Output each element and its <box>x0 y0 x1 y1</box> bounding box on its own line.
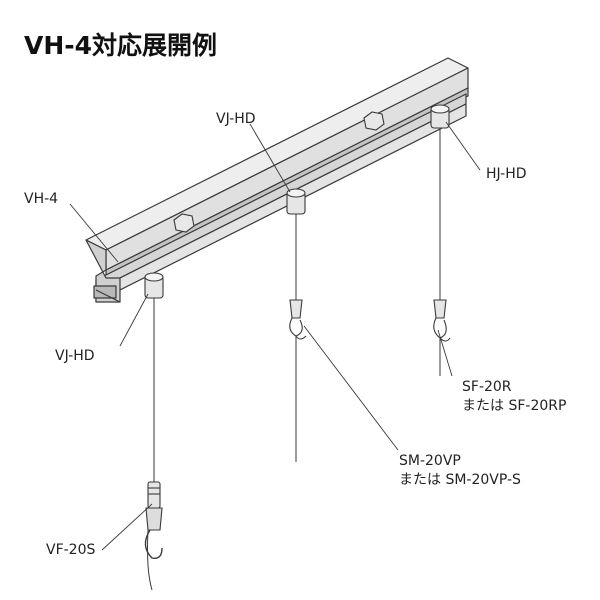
label-sm-line2: または SM-20VP-S <box>399 472 521 488</box>
leader-lines <box>69 121 481 551</box>
label-vj-hd-top: VJ-HD <box>216 111 256 127</box>
label-hj-hd: HJ-HD <box>486 166 527 182</box>
leader-vj-hd-left <box>119 293 149 347</box>
leader-vf <box>101 503 153 551</box>
label-vf-20s: VF-20S <box>46 542 96 558</box>
sm-20vp-hook <box>289 299 307 462</box>
leader-vh4 <box>69 203 119 263</box>
rail-vh4 <box>85 57 469 303</box>
vj-hd-top-hanger <box>286 188 306 300</box>
leader-sm <box>303 325 399 451</box>
rail-bolt-1 <box>173 213 195 233</box>
label-vh4: VH-4 <box>24 191 59 207</box>
leader-hj-hd <box>445 121 481 171</box>
rail-bolt-2 <box>363 111 385 131</box>
label-vj-hd-left: VJ-HD <box>55 348 95 364</box>
vj-hd-left-hanger <box>144 272 164 482</box>
label-sf-line2: または SF-20RP <box>462 398 567 414</box>
label-sm-line1: SM-20VP <box>399 453 461 469</box>
page-title: VH-4対応展開例 <box>24 31 218 60</box>
sf-20r-hook <box>433 299 451 376</box>
vf-20s-gripper <box>144 481 163 591</box>
leader-sf <box>437 329 453 377</box>
label-sf-line1: SF-20R <box>462 379 512 395</box>
leader-vj-hd-top <box>249 123 291 193</box>
hj-hd-hanger <box>430 104 450 300</box>
